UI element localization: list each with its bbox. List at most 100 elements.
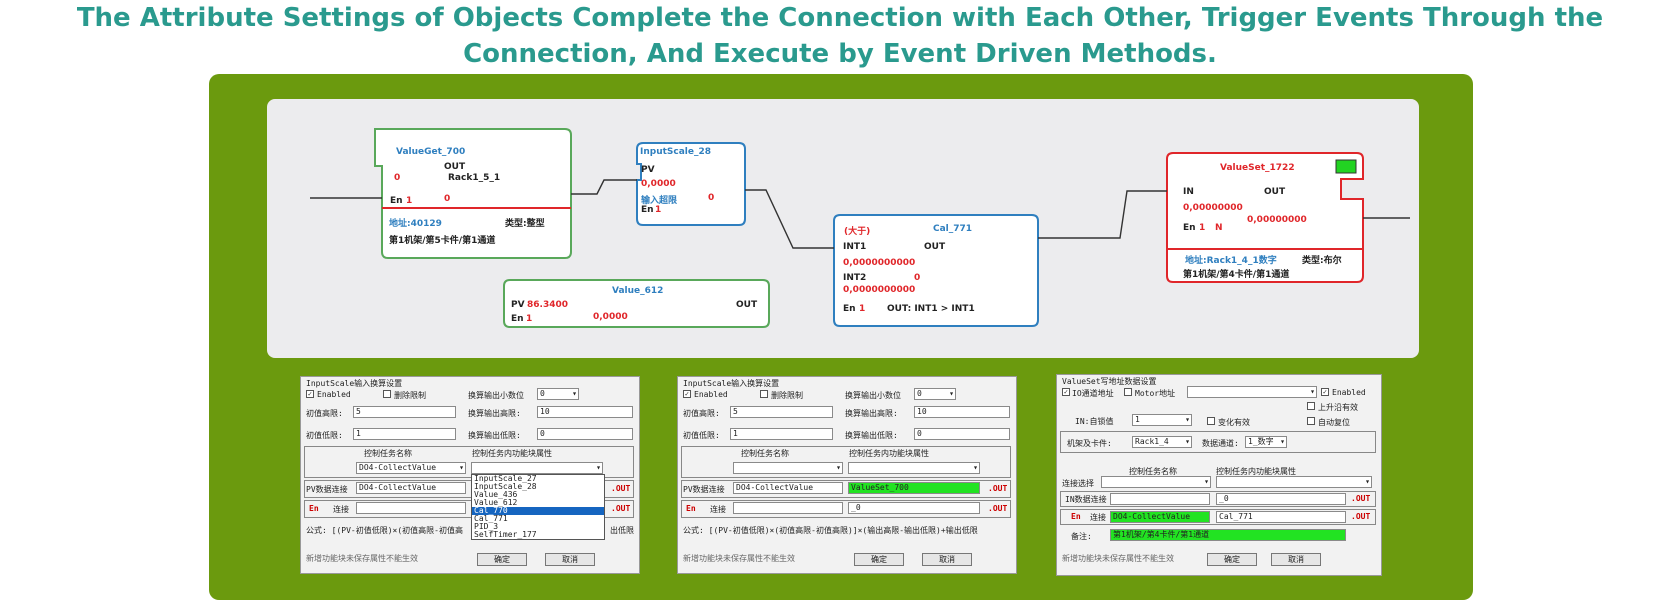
formula-tail: 出低限 xyxy=(610,526,634,535)
task-select[interactable] xyxy=(733,462,843,474)
out-hi-input[interactable]: 10 xyxy=(537,406,633,418)
out-hi-input[interactable]: 10 xyxy=(914,406,1010,418)
attr-select[interactable] xyxy=(848,462,980,474)
channel-select[interactable]: 1_数字 xyxy=(1245,436,1287,448)
decimals-label: 换算输出小数位 xyxy=(845,391,901,400)
task-group xyxy=(681,446,1011,478)
in-hi-input[interactable]: 5 xyxy=(353,406,456,418)
en-task-input[interactable] xyxy=(733,502,843,514)
rack-group xyxy=(1060,431,1376,453)
motor-checkbox[interactable] xyxy=(1124,388,1132,396)
pv-conn-input[interactable]: DO4-CollectValue xyxy=(356,482,466,494)
en-task-input[interactable]: DO4-CollectValue xyxy=(1110,511,1210,523)
value612-name: Value_612 xyxy=(612,286,664,296)
dropdown-option[interactable]: InputScale_28 xyxy=(474,482,537,491)
task-label: 控制任务名称 xyxy=(364,449,412,458)
page-title-line1: The Attribute Settings of Objects Comple… xyxy=(76,3,1604,33)
out-lo-input[interactable]: 0 xyxy=(914,428,1010,440)
auto-reset-checkbox[interactable] xyxy=(1307,417,1315,425)
en-attr-input[interactable]: Cal_771 xyxy=(1216,511,1346,523)
remark-input[interactable]: 第1机架/第4卡件/第1通道 xyxy=(1110,529,1346,541)
pv-conn-label: PV数据连接 xyxy=(306,485,348,494)
io-checkbox[interactable]: ✓ xyxy=(1062,388,1070,396)
value612-node[interactable]: Value_612 PV 86.3400 OUT En 1 0,0000 xyxy=(504,280,769,327)
cancel-button[interactable]: 取消 xyxy=(1271,553,1321,566)
dropdown-option[interactable]: PID_3 xyxy=(474,522,499,531)
in-lo-input[interactable]: 1 xyxy=(730,428,833,440)
decimals-select[interactable]: 0 xyxy=(914,388,956,400)
pv-out-tag: .OUT xyxy=(611,484,631,493)
cal771-operator: (大于) xyxy=(844,227,871,237)
change-checkbox[interactable] xyxy=(1207,417,1215,425)
dropdown-option[interactable]: InputScale_27 xyxy=(474,474,537,483)
en-group xyxy=(1060,509,1376,525)
ok-button[interactable]: 确定 xyxy=(477,553,527,566)
note-text: 新增功能块未保存属性不能生效 xyxy=(1062,554,1174,563)
decimals-select[interactable]: 0 xyxy=(537,388,579,400)
valueget-en-out: 0 xyxy=(444,194,451,204)
in-lo-label: 初值低限: xyxy=(683,431,720,440)
enabled-checkbox[interactable]: ✓ xyxy=(1321,388,1329,396)
dropdown-option[interactable]: Cal_771 xyxy=(474,514,508,523)
valueset-out-label: OUT xyxy=(1264,187,1286,197)
dropdown-option[interactable]: Value_612 xyxy=(474,498,518,507)
limit-checkbox[interactable] xyxy=(760,390,768,398)
note-text: 新增功能块未保存属性不能生效 xyxy=(683,554,795,563)
channel-label: 数据通道: xyxy=(1202,439,1239,448)
value612-pv-value: 86.3400 xyxy=(527,300,568,310)
inputscale-en-value: 1 xyxy=(655,205,662,215)
attr-select[interactable] xyxy=(471,462,603,474)
inputscale-node[interactable]: InputScale_28 PV 0,0000 输入超限 0 En 1 xyxy=(637,143,745,225)
in-conn-label: IN数据连接 xyxy=(1065,495,1107,504)
in-label: IN:自锁值 xyxy=(1075,417,1114,426)
enabled-checkbox[interactable]: ✓ xyxy=(683,390,691,398)
in-hi-input[interactable]: 5 xyxy=(730,406,833,418)
en-group xyxy=(304,500,634,518)
valueset-in-label: IN xyxy=(1183,187,1194,197)
in-select[interactable]: 1 xyxy=(1132,414,1192,426)
out-lo-label: 换算输出低限: xyxy=(845,431,898,440)
attr-select[interactable] xyxy=(1216,476,1372,488)
dropdown-option[interactable]: Cal_770 xyxy=(472,507,604,515)
in-conn-group xyxy=(1060,491,1376,507)
pv-out-tag: .OUT xyxy=(988,484,1008,493)
limit-checkbox[interactable] xyxy=(383,390,391,398)
enabled-label: Enabled xyxy=(317,390,351,399)
task-label: 控制任务名称 xyxy=(1129,467,1177,476)
pv-conn-input[interactable]: DO4-CollectValue xyxy=(733,482,843,494)
valueset-name: ValueSet_1722 xyxy=(1220,163,1295,173)
in-conn-attr-input[interactable]: _0 xyxy=(1216,493,1346,505)
in-conn-task-input[interactable] xyxy=(1110,493,1210,505)
valueset-node[interactable]: ValueSet_1722 IN OUT 0,00000000 0,000000… xyxy=(1167,153,1363,282)
motor-label: Motor地址 xyxy=(1135,389,1176,398)
task-select[interactable]: DO4-CollectValue xyxy=(356,462,466,474)
out-hi-label: 换算输出高限: xyxy=(468,409,521,418)
en-attr-input[interactable]: _0 xyxy=(848,502,980,514)
pv-attr-input[interactable]: ValueSet_700 xyxy=(848,482,980,494)
dropdown-option[interactable]: Value_436 xyxy=(474,490,518,499)
out-lo-input[interactable]: 0 xyxy=(537,428,633,440)
enabled-checkbox[interactable]: ✓ xyxy=(306,390,314,398)
pv-group xyxy=(681,480,1011,498)
page-title-line2: Connection, And Execute by Event Driven … xyxy=(463,39,1217,69)
motor-select[interactable] xyxy=(1187,386,1317,398)
en-conn-input[interactable] xyxy=(356,502,466,514)
cal771-node-outline xyxy=(833,214,1039,327)
ok-button[interactable]: 确定 xyxy=(1207,553,1257,566)
ok-button[interactable]: 确定 xyxy=(854,553,904,566)
en-conn-label: 连接 xyxy=(710,505,726,514)
cancel-button[interactable]: 取消 xyxy=(922,553,972,566)
dropdown-option[interactable]: SelfTimer_177 xyxy=(474,530,537,539)
remark-label: 备注: xyxy=(1071,532,1092,541)
limit-label: 删除限制 xyxy=(771,391,803,400)
en-out-tag: .OUT xyxy=(988,504,1008,513)
in-lo-input[interactable]: 1 xyxy=(353,428,456,440)
cal771-node[interactable]: (大于) Cal_771 INT1 OUT 0,0000000000 INT2 … xyxy=(834,215,1038,326)
task-select[interactable] xyxy=(1101,476,1211,488)
cancel-button[interactable]: 取消 xyxy=(545,553,595,566)
rack-select[interactable]: Rack1_4 xyxy=(1132,436,1192,448)
value612-pv-label: PV xyxy=(511,300,525,310)
valueget-node[interactable]: ValueGet_700 OUT 0 Rack1_5_1 En 1 0 地址:4… xyxy=(382,129,571,258)
rise-checkbox[interactable] xyxy=(1307,402,1315,410)
